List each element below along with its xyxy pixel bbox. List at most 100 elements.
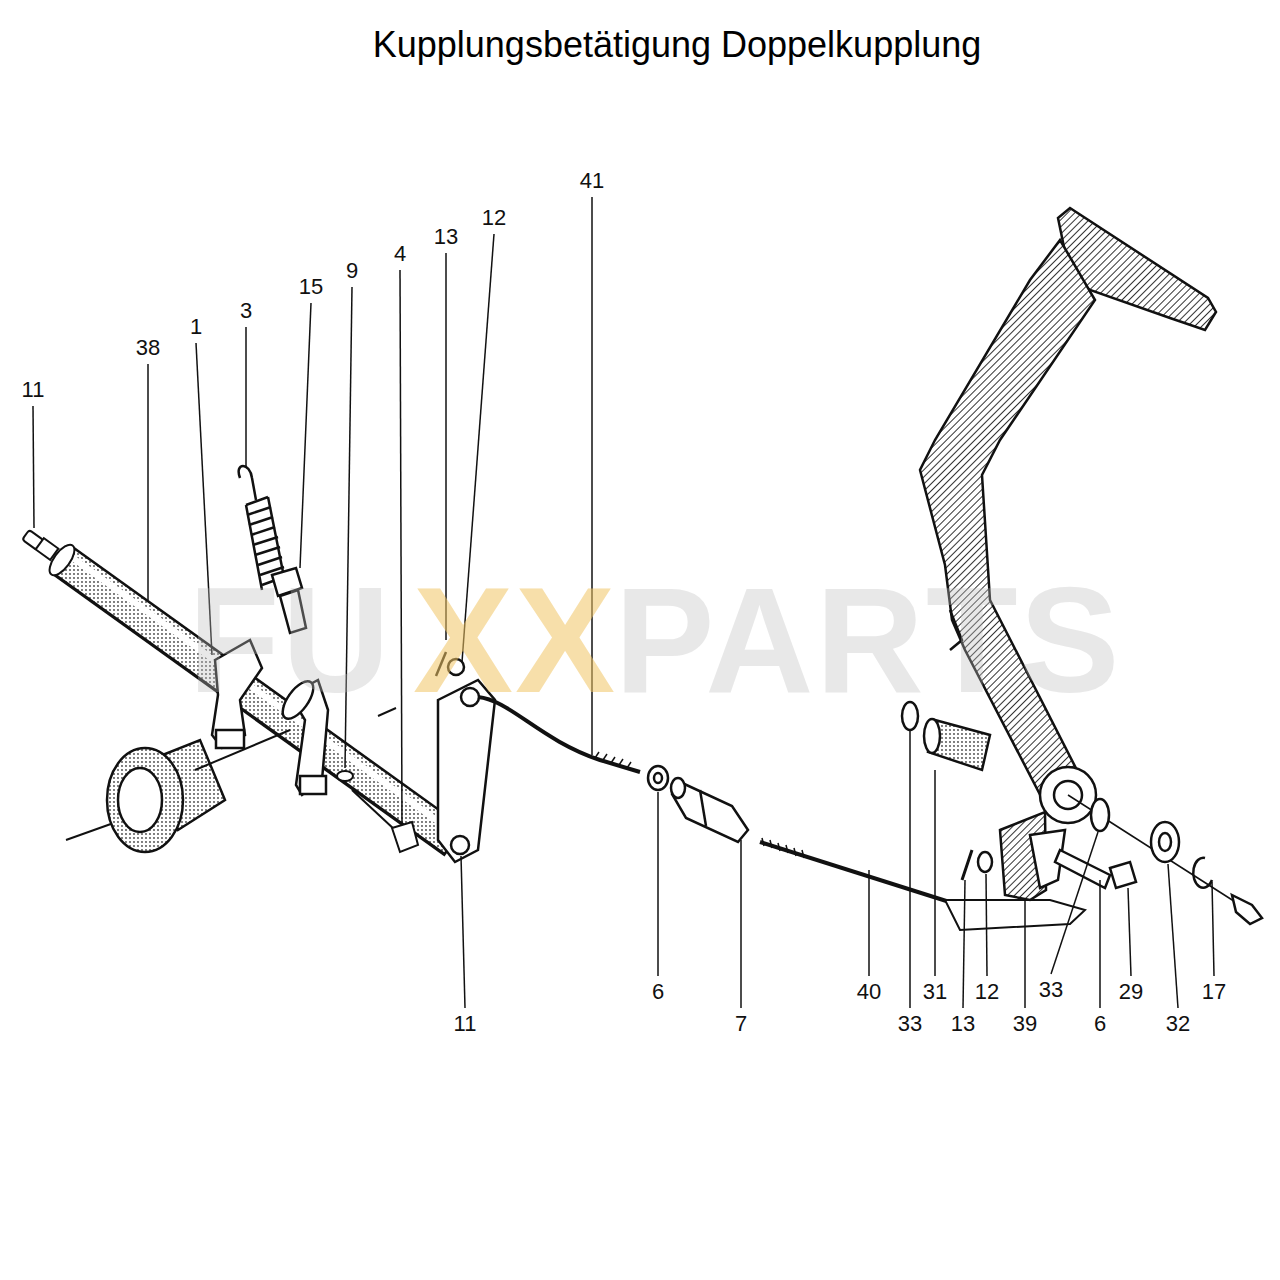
release-fork [300,776,326,794]
pedal-pivot-parts [962,850,972,880]
leader-lines [868,870,870,976]
callout-number: 41 [578,169,606,193]
clutch-lever [461,688,479,706]
clutch-lever [451,836,469,854]
clutch-pedal [920,240,1095,810]
leader-lines [196,343,212,655]
clutch-lever [378,652,495,862]
diagram-title: Kupplungsbetätigung Doppelkupplung [373,27,982,63]
callout-number: 40 [855,980,883,1004]
clutch-shaft [64,561,453,840]
pedal-pivot-parts [1151,822,1179,862]
pedal-pivot-parts [962,795,1262,924]
leader-lines [33,197,1214,1008]
leader-lines [740,840,742,1008]
clutch-lever [438,680,495,862]
grease-nipple [36,538,59,560]
pedal-pivot-parts [1068,795,1240,905]
pedal-pivot-parts [1055,850,1110,888]
pull-rod [478,697,640,772]
pedal-pivot-parts [1193,858,1212,888]
callout-number: 13 [949,1012,977,1036]
watermark: XX [413,565,617,715]
leader-lines [1051,832,1098,974]
callout-number: 4 [392,242,408,266]
leader-lines [300,303,311,568]
leader-lines [461,856,465,1008]
nut-and-coupler [648,766,748,842]
washer-and-screw [337,771,418,852]
pedal-pivot-parts [1091,799,1109,831]
bushing [924,719,940,753]
callout-number: 1 [188,315,204,339]
release-fork [212,640,328,795]
release-fork [277,676,319,723]
leader-lines [445,253,447,640]
callout-number: 31 [921,980,949,1004]
pedal-pivot-parts [978,852,992,872]
leader-lines [1128,888,1131,976]
return-spring [239,466,284,590]
callout-number: 13 [432,225,460,249]
clutch-pedal [950,610,962,650]
leader-lines [1212,882,1214,976]
push-rod [945,900,1085,930]
leader-lines [1168,864,1178,1008]
pedal-pivot-parts [1159,833,1171,851]
callout-number: 7 [733,1012,749,1036]
pedal-pivot-parts [1232,895,1262,924]
bolt [272,568,306,633]
clutch-shaft [62,560,455,842]
leader-lines [1024,900,1026,1008]
callout-number: 12 [480,206,508,230]
leader-lines [462,234,494,662]
leader-lines [934,770,936,976]
callout-number: 17 [1200,980,1228,1004]
release-fork [216,730,244,748]
callout-number: 33 [1037,978,1065,1002]
callout-number: 11 [452,1012,479,1036]
washer-and-screw [337,771,353,781]
pull-rod [478,697,640,772]
callout-number: 15 [297,275,325,299]
callout-number: 9 [344,259,360,283]
callout-number: 29 [1117,980,1145,1004]
leader-lines [657,792,659,976]
nut-and-coupler [648,766,668,790]
nut-and-coupler [654,773,662,783]
clutch-pedal [920,208,1216,900]
callout-number: 39 [1011,1012,1039,1036]
leader-lines [1099,880,1101,1008]
bolt [280,590,306,633]
washer-and-screw [352,790,395,830]
clutch-lever [378,708,396,716]
grease-nipple [22,530,58,560]
leader-lines [400,270,402,824]
bushing [902,702,990,770]
return-spring [239,466,256,500]
release-bearing [195,730,290,770]
release-fork [212,640,262,748]
clutch-lever [436,652,446,676]
callout-number: 32 [1164,1012,1192,1036]
callout-number: 11 [20,378,47,402]
leader-lines [33,406,34,528]
callout-number: 6 [1092,1012,1108,1036]
release-bearing [118,768,162,832]
callout-number: 33 [896,1012,924,1036]
callout-number: 6 [650,980,666,1004]
leader-lines [245,327,247,466]
leader-lines [963,880,965,1008]
washer-and-screw [392,822,418,852]
leader-lines [147,364,149,600]
push-rod [762,838,804,858]
leader-lines [345,287,352,768]
callout-number: 38 [134,336,162,360]
watermark: PARTS [614,565,1121,715]
pedal-pivot-parts [1110,862,1136,888]
watermark: FU [188,565,392,715]
callout-number: 12 [973,980,1001,1004]
bushing [902,702,918,730]
nut-and-coupler [700,790,706,826]
